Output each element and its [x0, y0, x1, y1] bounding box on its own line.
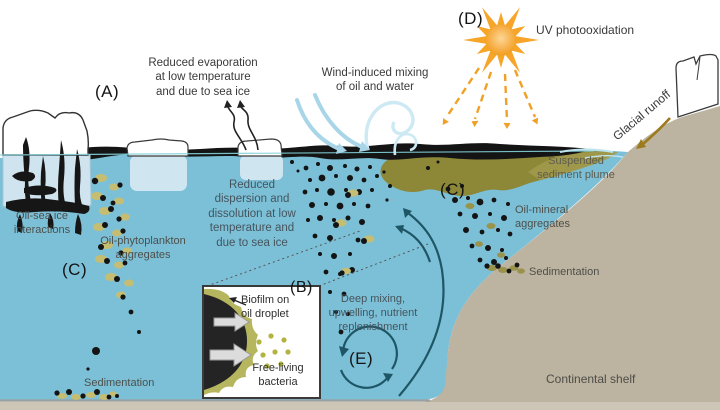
reduced-evaporation-label: Reduced evaporation at low temperature a…	[148, 57, 258, 98]
dispersed-oil-droplets	[290, 160, 440, 335]
deep-mixing-label: Deep mixing, upwelling, nutrient repleni…	[328, 293, 418, 333]
free-living-bacteria-label: Free-living bacteria	[252, 362, 304, 388]
oil-sea-ice-label: Oil-sea ice interactions	[13, 210, 71, 236]
sedimentation-left-label: Sedimentation	[84, 377, 155, 389]
wind-arrowheads	[336, 141, 370, 154]
annotation-a: (A)	[95, 82, 120, 101]
sedimentation-right-label: Sedimentation	[529, 266, 600, 278]
oil-phytoplankton-label: Oil-phytoplankton aggregates	[100, 235, 186, 261]
wind-mixing-label: Wind-induced mixing of oil and water	[321, 67, 429, 94]
continental-shelf-land	[412, 106, 720, 404]
sea-ice-iceberg	[2, 109, 92, 235]
oil-slick	[60, 143, 592, 161]
waterline	[0, 150, 595, 156]
evaporation-arrows	[227, 106, 259, 151]
uv-photooxidation-label: UV photooxidation	[536, 23, 635, 37]
oil-phytoplankton-aggregates	[86, 174, 141, 371]
annotation-d: (D)	[458, 9, 484, 28]
sedimentation-pile-right	[484, 262, 525, 274]
biofilm-pointer-arrow	[229, 297, 247, 306]
seafloor	[0, 399, 720, 410]
annotation-b: (B)	[290, 279, 313, 296]
glacial-runoff-arrow	[636, 117, 671, 149]
sun-icon	[463, 7, 539, 73]
dispersion-arrows	[209, 312, 252, 367]
ocean-water	[0, 148, 628, 400]
suspended-sediment-plume-label: Suspended sediment plume	[537, 155, 615, 181]
glacier	[675, 53, 719, 118]
upwelling-arrowheads	[395, 208, 412, 234]
annotation-e: (E)	[349, 349, 374, 368]
upwelling-arrows	[398, 212, 445, 397]
mixed-aggregates	[333, 189, 375, 276]
ice-floes	[126, 138, 283, 191]
wind-swirl-icon	[295, 93, 418, 156]
annotation-c-mid: (C)	[440, 180, 466, 199]
continental-shelf-label: Continental shelf	[546, 372, 636, 386]
surface-ripples	[559, 148, 624, 159]
uv-rays	[444, 67, 537, 122]
biofilm-label: Biofilm on oil droplet	[241, 294, 290, 320]
oil-under-ice	[6, 137, 90, 235]
circulation-arrowheads	[339, 346, 393, 382]
circulation-loop	[339, 325, 398, 389]
annotation-c-left: (C)	[62, 260, 88, 279]
oil-mineral-aggregates-droplets	[445, 184, 513, 265]
bacteria-dots	[256, 333, 291, 369]
inset-callout-lines	[206, 230, 429, 287]
evaporation-arrowheads	[224, 100, 245, 108]
reduced-dispersion-label: Reduced dispersion and dissolution at lo…	[208, 179, 296, 249]
sedimentation-pile-left	[54, 389, 119, 400]
biofilm-inset	[202, 285, 321, 399]
oil-mineral-label: Oil-mineral aggregates	[515, 204, 571, 230]
uv-ray-arrowheads	[442, 117, 539, 129]
